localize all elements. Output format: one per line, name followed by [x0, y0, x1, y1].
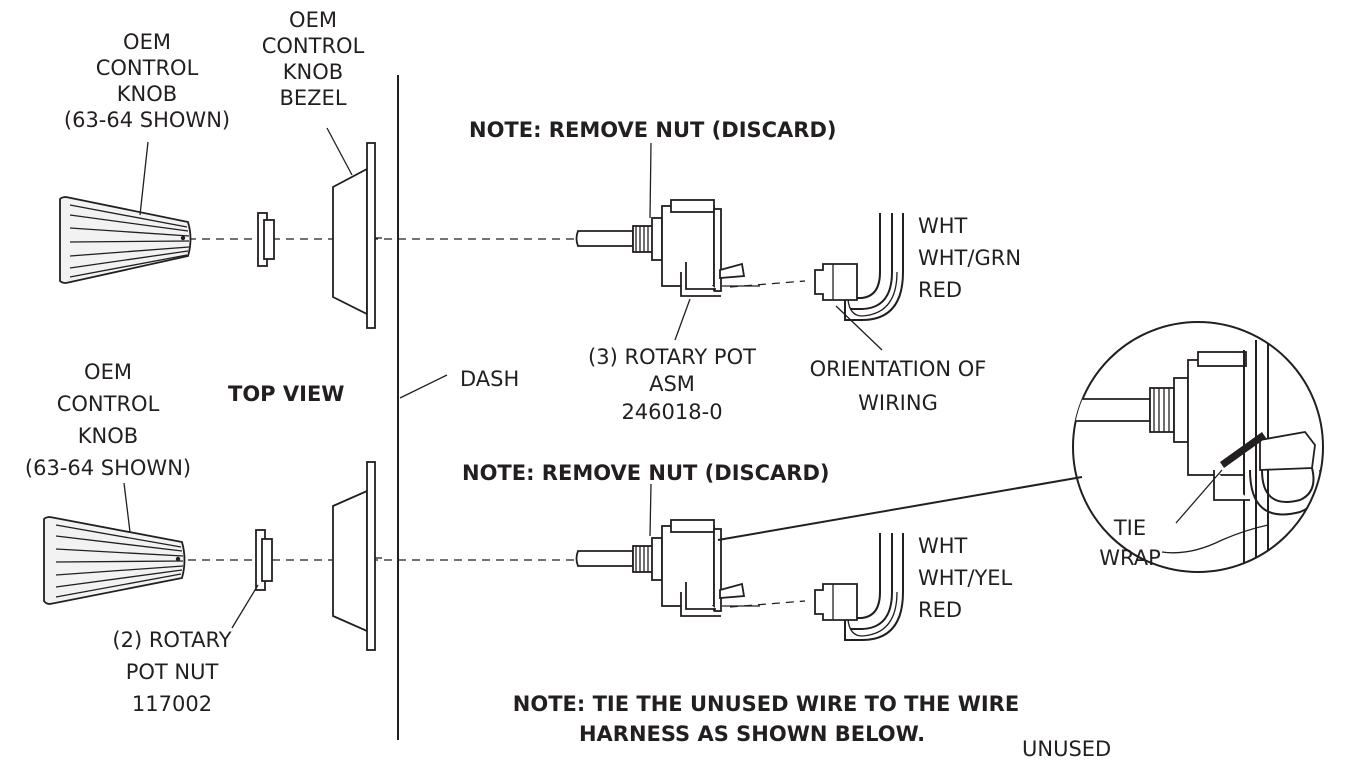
- bottom-nut-leader: [231, 584, 259, 629]
- bottom-nut: [255, 529, 273, 591]
- pot-label-1: (3) ROTARY POT: [588, 345, 756, 369]
- orientation-label-2: WIRING: [858, 391, 938, 415]
- bottom-note: NOTE: REMOVE NUT (DISCARD): [462, 461, 830, 485]
- top-wire-2: WHT/GRN: [918, 246, 1022, 270]
- bezel-label-1: OEM: [289, 8, 337, 32]
- bottom-knob: [43, 516, 186, 605]
- bottom-knob-leader: [123, 482, 131, 533]
- top-knob-label-1: OEM: [123, 30, 171, 54]
- bottom-wire-3: RED: [918, 598, 963, 622]
- top-pot-leader: [674, 298, 691, 341]
- bottom-rotary-pot: [575, 519, 760, 617]
- dash-label: DASH: [460, 367, 520, 391]
- view-title: TOP VIEW: [228, 382, 345, 406]
- detail-callout-line: [717, 476, 1083, 541]
- bottom-wire-1: WHT: [918, 534, 968, 558]
- top-connector: [814, 213, 904, 321]
- bottom-bezel: [332, 461, 382, 651]
- top-knob-leader: [139, 141, 149, 216]
- tie-wrap-detail: [1072, 321, 1324, 573]
- pot-label-3: 246018-0: [621, 400, 723, 424]
- bottom-knob-label-1: OEM: [84, 360, 132, 384]
- top-note: NOTE: REMOVE NUT (DISCARD): [469, 118, 837, 142]
- top-knob-label-2: CONTROL: [95, 56, 199, 80]
- top-knob: [59, 196, 192, 284]
- top-wire-3: RED: [918, 278, 963, 302]
- top-nut: [257, 212, 275, 267]
- bottom-knob-label-3: KNOB: [77, 424, 139, 448]
- top-bezel-leader: [326, 127, 353, 176]
- unused-label: UNUSED: [1022, 737, 1112, 761]
- bezel-label-3: KNOB: [282, 60, 344, 84]
- bottom-note-line-2: HARNESS AS SHOWN BELOW.: [578, 722, 926, 746]
- nut-label-2: POT NUT: [125, 660, 219, 684]
- bottom-connector: [814, 533, 904, 641]
- pot-label-2: ASM: [649, 372, 695, 396]
- bottom-knob-label-2: CONTROL: [56, 392, 160, 416]
- bottom-pot-note-leader: [649, 483, 652, 537]
- dash-leader: [399, 374, 448, 399]
- orientation-leader: [835, 305, 883, 351]
- tie-wrap-label-2: WRAP: [1099, 546, 1161, 570]
- orientation-label-1: ORIENTATION OF: [809, 357, 987, 381]
- bottom-assembly: [43, 461, 1083, 651]
- nut-label-3: 117002: [131, 692, 213, 716]
- top-knob-label-3: KNOB: [116, 82, 178, 106]
- top-knob-label-4: (63-64 SHOWN): [63, 108, 231, 132]
- nut-label-1: (2) ROTARY: [112, 628, 232, 652]
- bottom-wire-2: WHT/YEL: [918, 566, 1013, 590]
- top-wire-1: WHT: [918, 214, 968, 238]
- top-pot-note-leader: [649, 142, 652, 219]
- tie-wrap-label-1: TIE: [1113, 516, 1147, 540]
- bottom-note-line-1: NOTE: TIE THE UNUSED WIRE TO THE WIRE: [512, 692, 1020, 716]
- top-bezel: [332, 142, 382, 329]
- tie-wrap-leader: [1175, 469, 1223, 524]
- top-assembly: [59, 127, 904, 351]
- wrap-leader: [1161, 524, 1269, 554]
- top-connector-centerline: [729, 280, 806, 288]
- bottom-knob-label-4: (63-64 SHOWN): [24, 456, 192, 480]
- bezel-label-4: BEZEL: [279, 86, 347, 110]
- bottom-connector-centerline: [729, 600, 806, 608]
- bezel-label-2: CONTROL: [261, 34, 365, 58]
- top-rotary-pot: [575, 199, 760, 297]
